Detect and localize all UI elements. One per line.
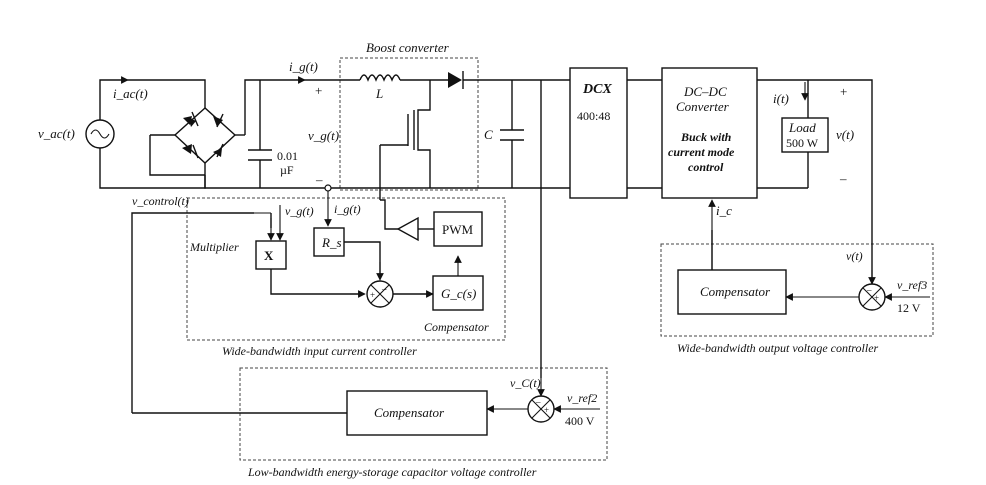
filter-capacitor [248,80,272,188]
svg-text:+: + [874,293,879,303]
mult-to-sum [270,269,362,295]
gate-driver [396,216,419,242]
current-summing-junction: – + [366,280,394,308]
load-name: Load [788,120,816,135]
title-wide-output: Wide-bandwidth output voltage controller [677,341,879,355]
svg-text:–: – [866,285,872,295]
dcx-ratio: 400:48 [577,109,610,123]
rectifier-minus-wire [204,175,260,189]
multiplier-label: Multiplier [189,240,239,254]
inductor-label: L [375,86,383,101]
compensator-right-block [677,269,787,315]
ic-label: i_c [716,203,732,218]
diode-bridge [149,107,245,176]
ac-top-wire [99,79,206,120]
output-voltage-controller-boundary [660,243,934,337]
compensator-bottom-label: Compensator [374,405,445,420]
buck-line1: Buck with [680,130,732,144]
rs-block [313,227,345,257]
i-out-label: i(t) [773,91,789,106]
ac-source [85,119,115,149]
voltage-summing-junction: – + [858,283,886,311]
buck-line2: current mode [668,145,735,159]
plus-left: + [315,83,322,98]
ig-top-label: i_g(t) [289,59,318,74]
plus-right: + [840,84,847,99]
iac-label: i_ac(t) [113,86,148,101]
vcontrol-wire [131,212,254,413]
ig-small-label: i_g(t) [334,202,361,216]
boost-diode [430,71,570,89]
dcx-block [569,67,628,199]
compensator-bottom-block [346,390,488,436]
vref2-value: 400 V [565,414,595,428]
vc-label: v_C(t) [510,376,541,390]
driver-to-gate [380,199,398,230]
vac-label: v_ac(t) [38,126,75,141]
buck-line3: control [688,160,724,174]
ac-bottom-wire [99,148,206,189]
svg-text:–: – [535,397,541,407]
vg-label: v_g(t) [308,128,339,143]
multiplier-symbol: X [264,248,274,263]
multiplier-block [255,240,287,270]
rs-label: R_s [321,235,342,250]
mosfet-switch [379,80,431,200]
rectifier-plus-wire [244,79,260,135]
title-wide-input: Wide-bandwidth input current controller [222,344,417,358]
gc-block [432,275,484,311]
load-value: 500 W [786,136,819,150]
cap-small-unit: µF [280,163,294,177]
output-top-wire [757,79,873,284]
compensator-right-label: Compensator [700,284,771,299]
dcx-name: DCX [582,82,612,97]
pwm-label: PWM [442,222,474,237]
svg-text:+: + [370,290,375,300]
capacitor-summing-junction: – + [527,395,555,423]
vref2-label: v_ref2 [567,391,597,405]
vg-small-label: v_g(t) [285,204,314,218]
gc-label: G_c(s) [441,286,476,301]
compensator-small-label: Compensator [424,320,489,334]
rs-to-sum [344,241,381,274]
dcdc-line2: Converter [676,99,730,114]
inductor [359,74,430,82]
boost-title: Boost converter [366,40,450,55]
vref3-label: v_ref3 [897,278,927,292]
cap-small-value: 0.01 [277,149,298,163]
v-out-label: v(t) [836,127,854,142]
minus-left: – [315,172,323,187]
svg-text:+: + [544,405,549,415]
minus-right: – [839,171,847,186]
v-fb-label: v(t) [846,249,863,263]
storage-capacitor [500,80,524,188]
capacitor-voltage-controller-boundary [239,367,608,461]
cap-C-label: C [484,127,493,142]
pwm-block [433,211,483,247]
dcdc-block [661,67,758,199]
vref3-value: 12 V [897,301,921,315]
title-low-bw: Low-bandwidth energy-storage capacitor v… [247,465,537,479]
svg-text:–: – [381,284,387,294]
vcontrol-label: v_control(t) [132,194,189,208]
ig-sense-node [324,184,332,192]
dcdc-line1: DC–DC [683,84,727,99]
load-block [781,117,829,153]
